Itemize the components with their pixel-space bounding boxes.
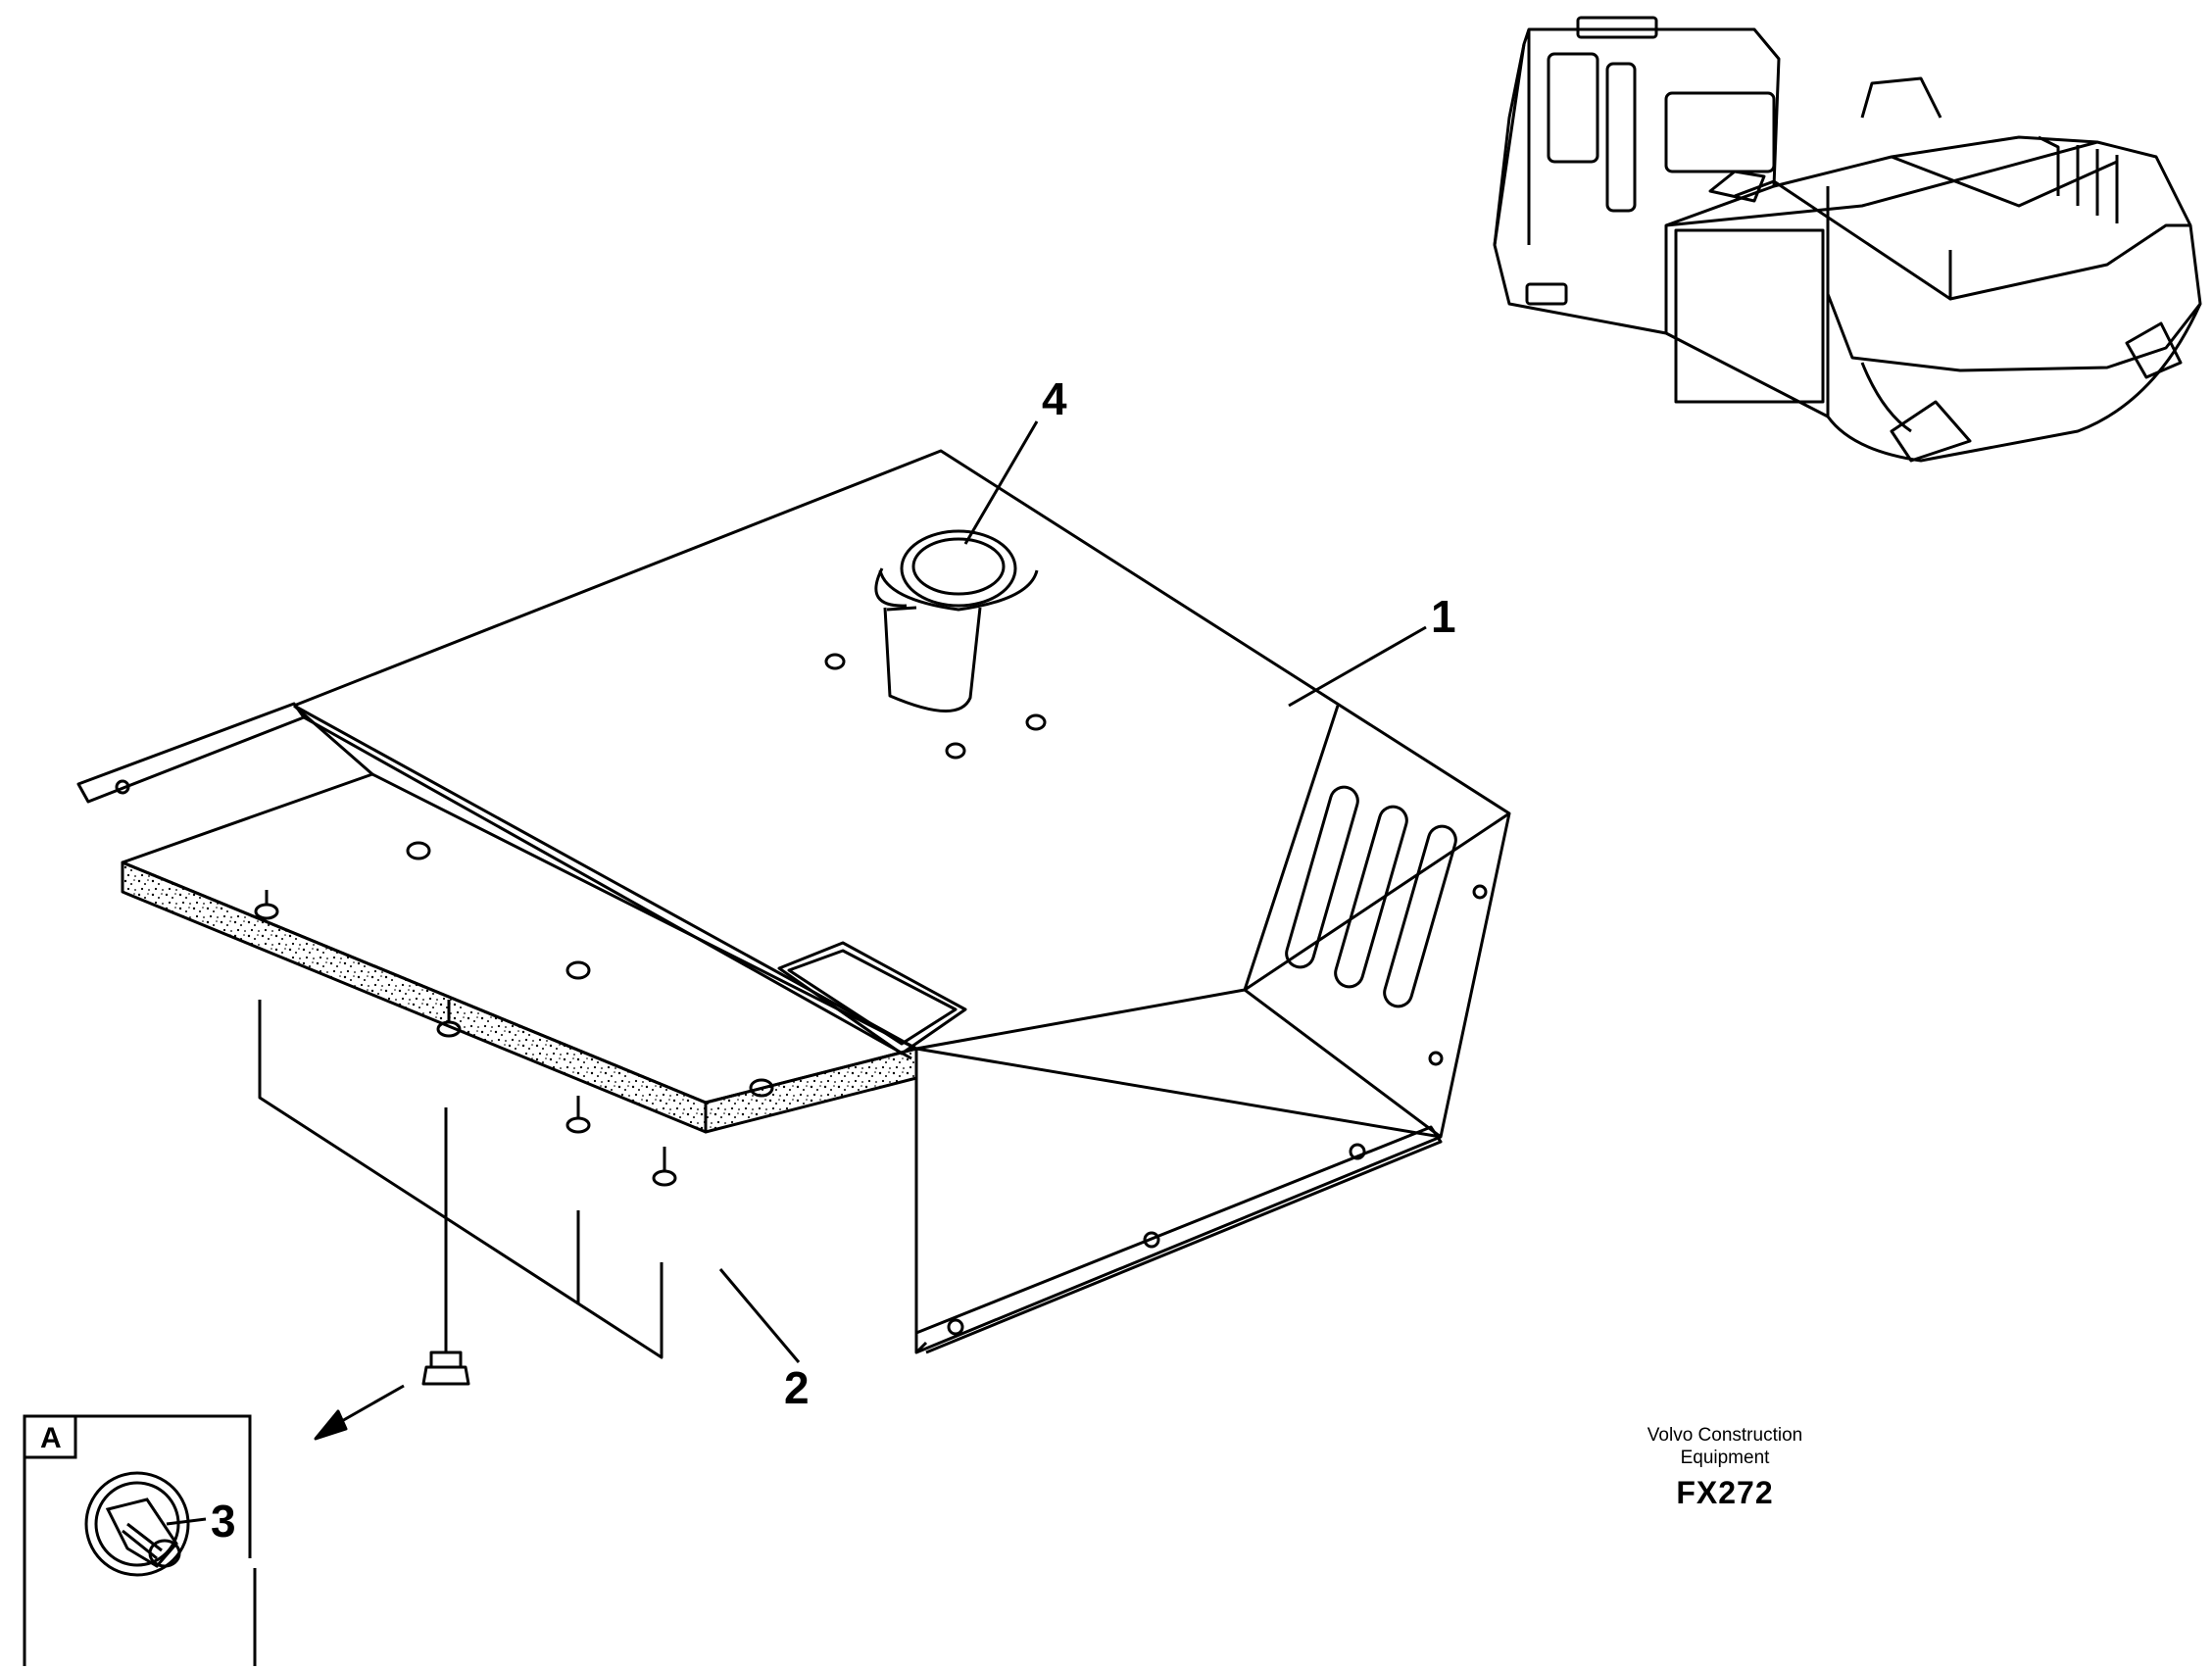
leader-lines — [166, 420, 1427, 1526]
figure-code: FX272 — [1676, 1475, 1774, 1510]
callout-3: 3 — [211, 1496, 236, 1547]
publisher-caption: Volvo Construction Equipment FX272 — [1588, 1424, 1862, 1511]
caption-line-2: Equipment — [1680, 1448, 1770, 1468]
panel-assembly — [76, 449, 1511, 1441]
callout-2: 2 — [784, 1362, 810, 1413]
inset-label-a: A — [40, 1422, 62, 1454]
machine-overview — [1493, 16, 2202, 463]
callout-4: 4 — [1042, 373, 1067, 424]
detail-inset-a — [23, 1414, 257, 1666]
callout-1: 1 — [1431, 591, 1456, 642]
caption-line-1: Volvo Construction — [1647, 1425, 1803, 1446]
